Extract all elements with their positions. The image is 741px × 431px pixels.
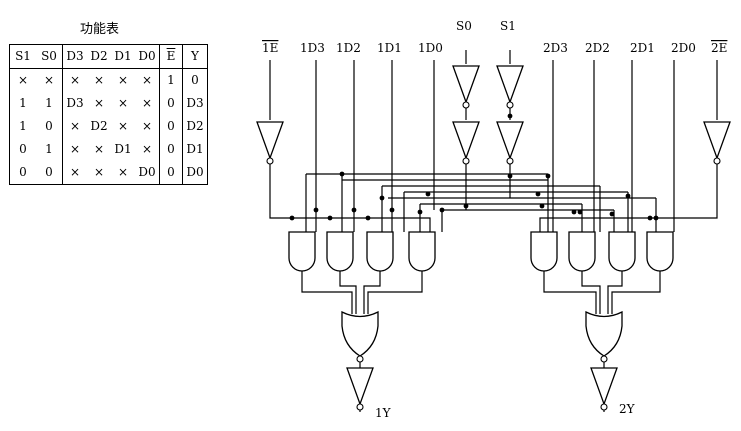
header-s0: S0 <box>36 44 63 69</box>
table-cell: D0 <box>182 161 208 185</box>
output-buffer-2 <box>590 367 618 411</box>
table-cell: 0 <box>45 165 53 179</box>
table-cell: 1 <box>19 96 27 110</box>
table-cell: D0 <box>138 165 156 179</box>
table-row: 1 0 × D2 × × 0 D2 <box>10 115 208 138</box>
table-row: 0 1 × × D1 × 0 D1 <box>10 138 208 161</box>
table-cell: × <box>141 73 153 87</box>
junction-dots <box>289 103 659 221</box>
table-cell: × <box>43 73 55 87</box>
label-1e: 1E <box>262 41 278 55</box>
or-gate-2 <box>585 311 623 363</box>
table-cell: 1 <box>159 68 183 92</box>
and-gate-1-0 <box>408 231 436 272</box>
label-1d0: 1D0 <box>418 41 443 55</box>
inverter-s0-a <box>452 65 480 109</box>
table-cell: × <box>62 138 87 161</box>
inverter-s0-b <box>452 121 480 165</box>
label-1d1: 1D1 <box>377 41 402 55</box>
table-cell: D1 <box>182 138 208 161</box>
and-gate-1-2 <box>326 231 354 272</box>
label-2d2: 2D2 <box>585 41 610 55</box>
table-cell: 1 <box>19 119 27 133</box>
function-table: S1 S0 D3 D2 D1 D0 E Y × × × × × × 1 0 1 … <box>9 44 208 185</box>
table-cell: × <box>17 73 29 87</box>
table-cell: D3 <box>62 92 87 115</box>
table-cell: D2 <box>90 119 108 133</box>
table-cell: 0 <box>19 142 27 156</box>
and-gate-2-0 <box>646 231 674 272</box>
label-2d3: 2D3 <box>543 41 568 55</box>
table-cell: 1 <box>45 96 53 110</box>
label-s1: S1 <box>500 19 516 33</box>
table-cell: × <box>62 68 87 92</box>
table-cell: × <box>141 96 153 110</box>
table-cell: × <box>117 96 129 110</box>
header-e: E <box>159 44 183 69</box>
label-2y: 2Y <box>619 402 636 416</box>
table-cell: × <box>117 119 129 133</box>
table-header-row: S1 S0 D3 D2 D1 D0 E Y <box>9 44 208 69</box>
table-cell: 0 <box>45 119 53 133</box>
table-cell: × <box>93 165 105 179</box>
and-gate-1-1 <box>366 231 394 272</box>
table-title: 功能表 <box>80 22 120 37</box>
header-d0: D0 <box>135 44 160 69</box>
table-cell: × <box>93 73 105 87</box>
table-cell: × <box>117 165 129 179</box>
inverter-1e <box>256 121 284 165</box>
inverter-s1-b <box>496 121 524 165</box>
label-1d3: 1D3 <box>300 41 325 55</box>
label-s0: S0 <box>456 19 472 33</box>
table-cell: × <box>117 73 129 87</box>
table-cell: 0 <box>182 68 208 92</box>
table-cell: × <box>141 119 153 133</box>
table-cell: × <box>93 142 105 156</box>
table-cell: D1 <box>114 142 132 156</box>
table-cell: × <box>62 115 87 138</box>
header-d2: D2 <box>87 44 111 69</box>
header-d1: D1 <box>111 44 135 69</box>
and-gate-1-3 <box>288 231 316 272</box>
label-1y: 1Y <box>375 406 392 420</box>
label-1d2: 1D2 <box>336 41 361 55</box>
header-s1: S1 <box>9 44 36 69</box>
table-row: 0 0 × × × D0 0 D0 <box>10 161 208 185</box>
header-y: Y <box>182 44 208 69</box>
table-cell: 0 <box>159 92 183 115</box>
table-cell: D3 <box>182 92 208 115</box>
or-gate-1 <box>341 311 379 363</box>
table-cell: 0 <box>19 165 27 179</box>
label-2d1: 2D1 <box>630 41 655 55</box>
table-cell: D2 <box>182 115 208 138</box>
table-cell: 0 <box>159 161 183 185</box>
and-gate-2-1 <box>608 231 636 272</box>
output-buffer-1 <box>346 367 374 411</box>
table-cell: 0 <box>159 138 183 161</box>
table-row: × × × × × × 1 0 <box>10 68 208 92</box>
label-2e: 2E <box>711 41 727 55</box>
header-d3: D3 <box>62 44 87 69</box>
table-cell: 1 <box>45 142 53 156</box>
inverter-s1-a <box>496 65 524 109</box>
table-cell: 0 <box>159 115 183 138</box>
label-2d0: 2D0 <box>671 41 696 55</box>
table-row: 1 1 D3 × × × 0 D3 <box>10 92 208 115</box>
and-gate-2-2 <box>568 231 596 272</box>
inverter-2e <box>703 121 731 165</box>
table-cell: × <box>141 142 153 156</box>
table-cell: × <box>93 96 105 110</box>
table-cell: × <box>62 161 87 185</box>
wiring <box>269 50 718 412</box>
and-gate-2-3 <box>530 231 558 272</box>
